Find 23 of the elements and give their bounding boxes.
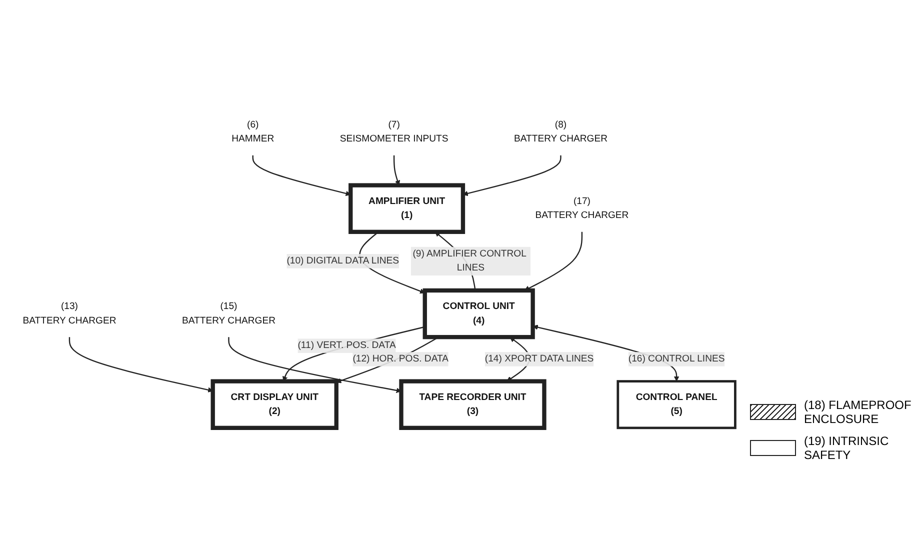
edge-label: (12) HOR. POS. DATA	[352, 354, 449, 364]
node-text: (15) BATTERY CHARGER	[182, 301, 276, 326]
edge-label: (9) AMPLIFIER CONTROL LINES	[412, 248, 526, 274]
node-box: CONTROL UNIT (4)	[422, 288, 535, 340]
node-text: (13) BATTERY CHARGER	[22, 301, 116, 326]
node-box: CRT DISPLAY UNIT (2)	[210, 379, 338, 430]
node-text: (7) SEISMOMETER INPUTS	[340, 120, 448, 144]
edge-label: (11) VERT. POS. DATA	[298, 340, 396, 351]
node-text: (6) HAMMER	[232, 120, 274, 144]
arrow	[252, 156, 351, 196]
node-text: (17) BATTERY CHARGER	[535, 196, 629, 221]
edge-label: (14) XPORT DATA LINES	[484, 354, 594, 364]
arrow	[228, 337, 402, 394]
legend-label: (18) FLAMEPROOF ENCLOSURE	[804, 398, 912, 426]
node-text: (8) BATTERY CHARGER	[514, 120, 608, 144]
node-box: CONTROL PANEL (5)	[616, 380, 736, 430]
node-box: AMPLIFIER UNIT (1)	[348, 183, 466, 234]
arrow	[462, 156, 562, 196]
arrow	[524, 232, 583, 291]
edge-label: (16) CONTROL LINES	[628, 354, 725, 364]
edge-label: (10) DIGITAL DATA LINES	[286, 256, 400, 266]
legend-label: (19) INTRINSIC SAFETY	[804, 434, 890, 462]
node-box: TAPE RECORDER UNIT (3)	[399, 379, 546, 430]
